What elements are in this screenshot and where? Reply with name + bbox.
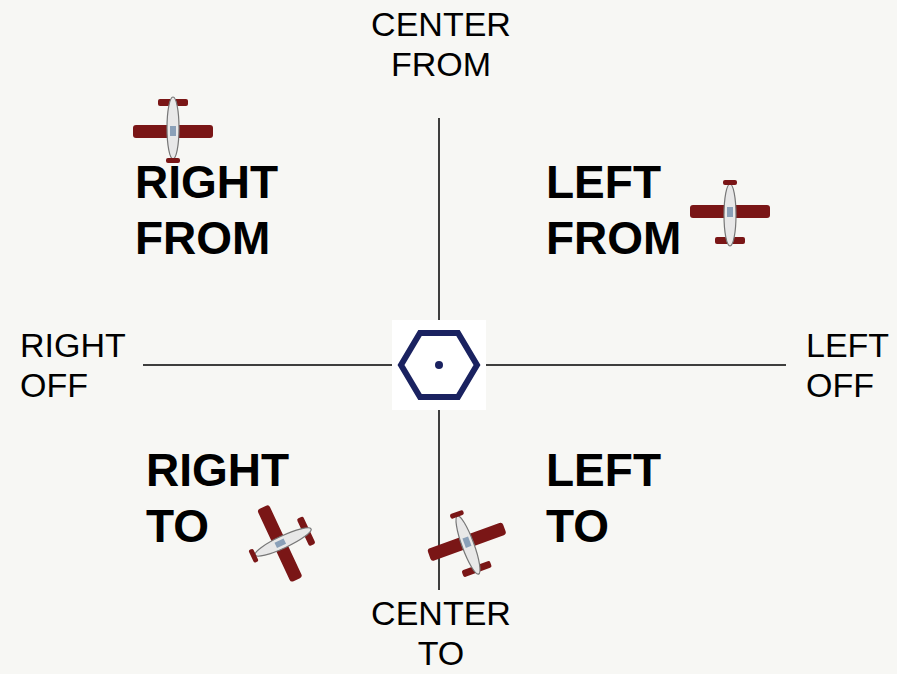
- orientation-label: LEFT OFF: [806, 325, 889, 405]
- orientation-label: LEFT TO: [546, 442, 661, 554]
- airplane: [418, 498, 516, 587]
- orientation-label: CENTER FROM: [371, 4, 511, 84]
- station-ground: [392, 320, 486, 410]
- airplane: [133, 97, 213, 163]
- orientation-label: RIGHT FROM: [135, 154, 278, 266]
- orientation-label: CENTER TO: [371, 593, 511, 673]
- station-dot: [435, 361, 443, 369]
- orientation-label: LEFT FROM: [546, 154, 681, 266]
- orientation-label: RIGHT TO: [146, 442, 289, 554]
- orientation-label: RIGHT OFF: [20, 325, 125, 405]
- airplane: [234, 493, 328, 593]
- vor-station-symbol: [401, 333, 477, 397]
- airplane: [690, 180, 770, 246]
